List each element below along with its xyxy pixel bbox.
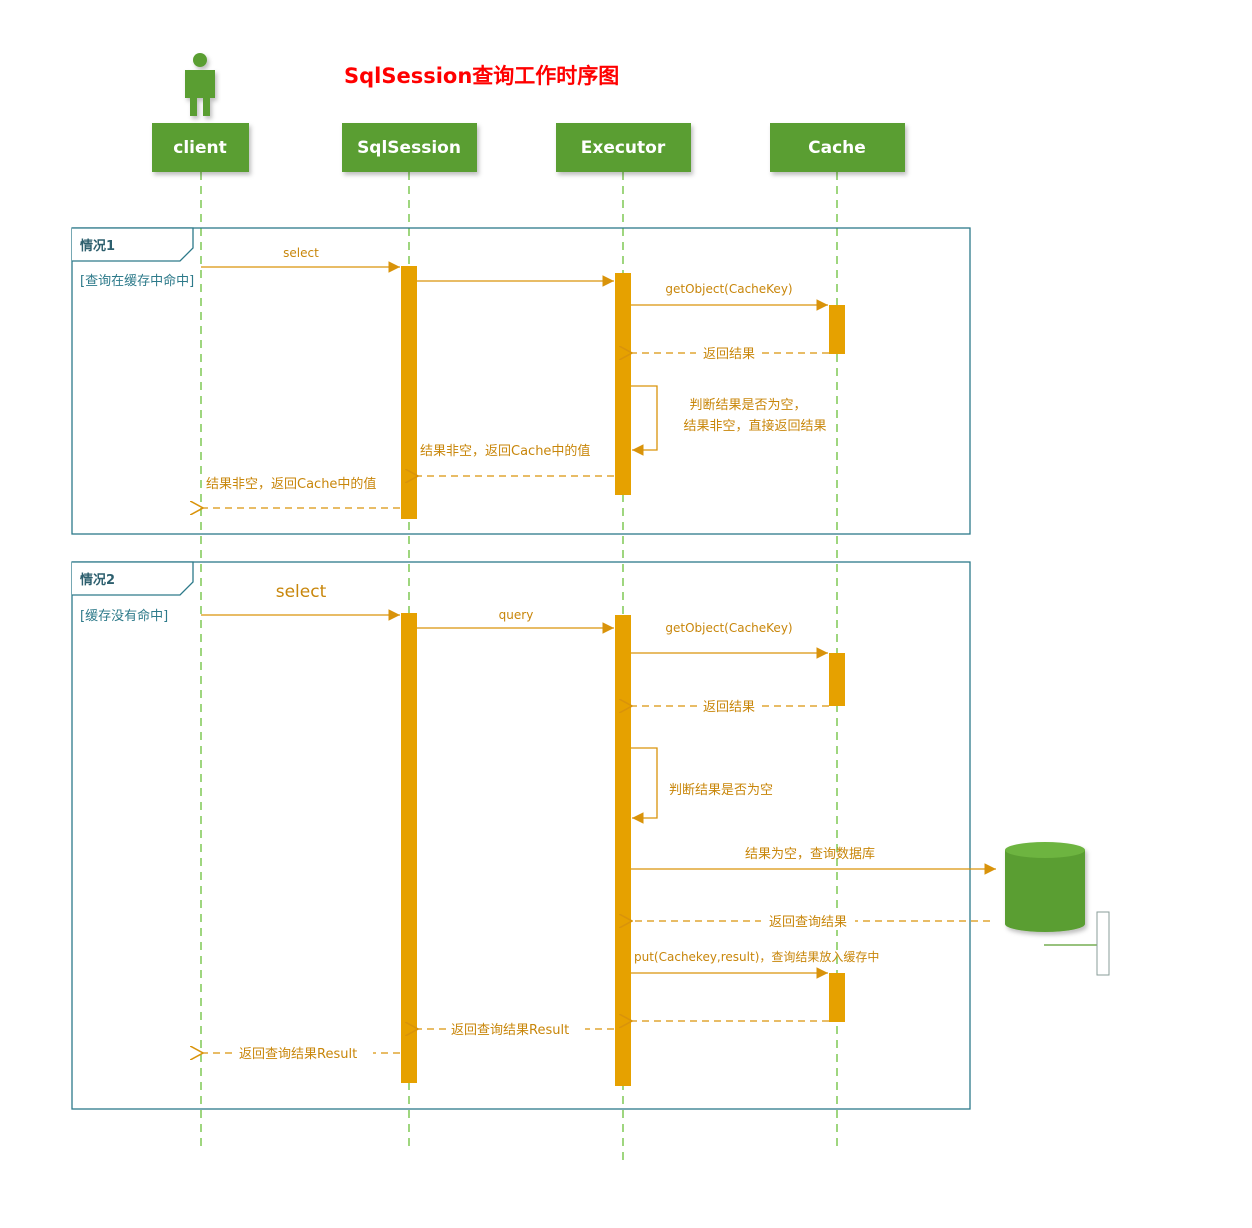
message-return-session-2-label: 返回查询结果Result: [239, 1047, 357, 1062]
lifelines: [200, 172, 838, 1160]
message-put-cache: put(Cachekey,result)，查询结果放入缓存中: [631, 949, 879, 979]
message-return-executor-2: 返回查询结果Result: [418, 1020, 614, 1038]
participant-client: client: [152, 123, 249, 172]
frame-case-2: 情况2 [缓存没有命中]: [71, 561, 971, 1110]
frame-1-condition: [查询在缓存中命中]: [80, 273, 194, 289]
message-return-executor-1-label: 结果非空，返回Cache中的值: [420, 443, 590, 459]
message-getobject-2: getObject(CacheKey): [631, 621, 828, 659]
message-return-cache-1-label: 返回结果: [703, 347, 755, 362]
activation-cache-2b: [829, 973, 845, 1022]
activation-sqlsession-2: [401, 613, 417, 1083]
participant-cache: Cache: [770, 123, 905, 172]
self-call-check-1-line2: 结果非空，直接返回结果: [683, 418, 826, 434]
actor-icon: [185, 53, 215, 116]
participant-client-label: client: [173, 138, 227, 158]
message-return-executor-1: 结果非空，返回Cache中的值: [418, 443, 614, 476]
message-return-cache-2: 返回结果: [632, 697, 829, 715]
message-put-cache-label: put(Cachekey,result)，查询结果放入缓存中: [634, 949, 879, 964]
self-call-check-1-line1: 判断结果是否为空，: [689, 398, 806, 413]
activation-sqlsession-1: [401, 266, 417, 519]
database-icon: [1005, 842, 1085, 932]
message-return-session-1-label: 结果非空，返回Cache中的值: [206, 476, 376, 492]
message-return-session-2: 返回查询结果Result: [203, 1044, 400, 1062]
message-getobject-2-label: getObject(CacheKey): [665, 621, 792, 635]
activation-cache-2a: [829, 653, 845, 706]
message-getobject-1: getObject(CacheKey): [631, 282, 828, 311]
message-return-cache-1: 返回结果: [632, 344, 829, 362]
self-call-check-1: 判断结果是否为空， 结果非空，直接返回结果: [631, 385, 827, 456]
activation-executor-1: [615, 273, 631, 495]
frame-case-1: 情况1 [查询在缓存中命中]: [71, 227, 971, 535]
frame-2-tag: 情况2: [80, 572, 115, 588]
message-getobject-1-label: getObject(CacheKey): [665, 282, 792, 296]
message-return-executor-2-label: 返回查询结果Result: [451, 1023, 569, 1038]
participant-sqlsession: SqlSession: [342, 123, 477, 172]
message-select-2: select: [201, 582, 400, 621]
message-select-1-label: select: [283, 246, 319, 260]
message-query-db: 结果为空，查询数据库: [631, 846, 996, 875]
participant-executor: Executor: [556, 123, 691, 172]
message-query-2: query: [417, 608, 614, 634]
activation-executor-2: [615, 615, 631, 1086]
participant-sqlsession-label: SqlSession: [357, 138, 461, 158]
self-call-check-2-label: 判断结果是否为空: [669, 783, 773, 798]
message-return-cache-2-label: 返回结果: [703, 700, 755, 715]
frame-2-condition: [缓存没有命中]: [80, 608, 168, 624]
message-query-2-label: query: [499, 608, 534, 622]
message-db-return: 返回查询结果: [632, 912, 990, 930]
message-db-return-label: 返回查询结果: [769, 915, 847, 930]
message-query-db-label: 结果为空，查询数据库: [745, 846, 875, 862]
activation-cache-1: [829, 305, 845, 354]
message-return-session-1: 结果非空，返回Cache中的值: [203, 476, 400, 508]
frame-1-tag: 情况1: [80, 238, 115, 254]
self-call-check-2: 判断结果是否为空: [631, 747, 773, 824]
partial-connector: [1044, 911, 1110, 976]
message-select-2-label: select: [276, 582, 327, 602]
participant-cache-label: Cache: [808, 138, 866, 158]
participant-executor-label: Executor: [581, 138, 666, 158]
message-select-1: select: [201, 246, 400, 273]
diagram-title: SqlSession查询工作时序图: [344, 64, 619, 88]
